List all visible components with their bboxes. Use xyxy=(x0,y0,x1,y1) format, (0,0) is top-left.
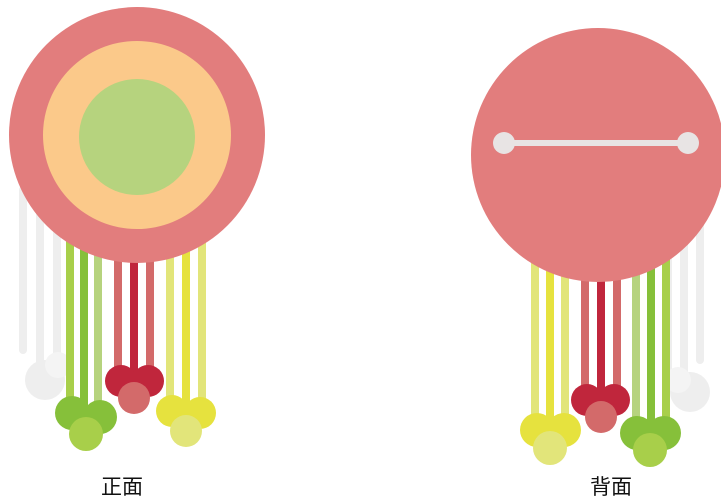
front-gray-knob-2 xyxy=(45,352,71,378)
back-green-strands xyxy=(632,246,670,434)
front-disc-core xyxy=(79,79,195,195)
back-red-knob-3 xyxy=(585,401,617,433)
front-green-strands xyxy=(66,226,102,414)
front-yellow-strands xyxy=(166,236,206,414)
front-strands xyxy=(19,186,216,451)
back-disc-bar-left-dot xyxy=(493,132,515,154)
front-red-knob-3 xyxy=(118,382,150,414)
back-disc-bar-right-dot xyxy=(677,132,699,154)
back-yellow-knob-3 xyxy=(533,431,567,465)
back-disc xyxy=(471,28,721,282)
back-strands xyxy=(520,186,710,467)
back-figure: 背面 xyxy=(471,28,721,499)
front-figure: 正面 xyxy=(9,7,265,499)
back-yellow-strands xyxy=(531,246,569,434)
front-yellow-knob-3 xyxy=(170,415,202,447)
front-label: 正面 xyxy=(101,475,143,499)
front-green-knob-3 xyxy=(69,417,103,451)
back-green-knob-3 xyxy=(633,433,667,467)
back-disc-outer xyxy=(471,28,721,282)
front-red-strands xyxy=(114,236,154,384)
front-disc xyxy=(9,7,265,263)
back-label: 背面 xyxy=(590,475,632,499)
back-gray-knob-2 xyxy=(665,367,691,393)
